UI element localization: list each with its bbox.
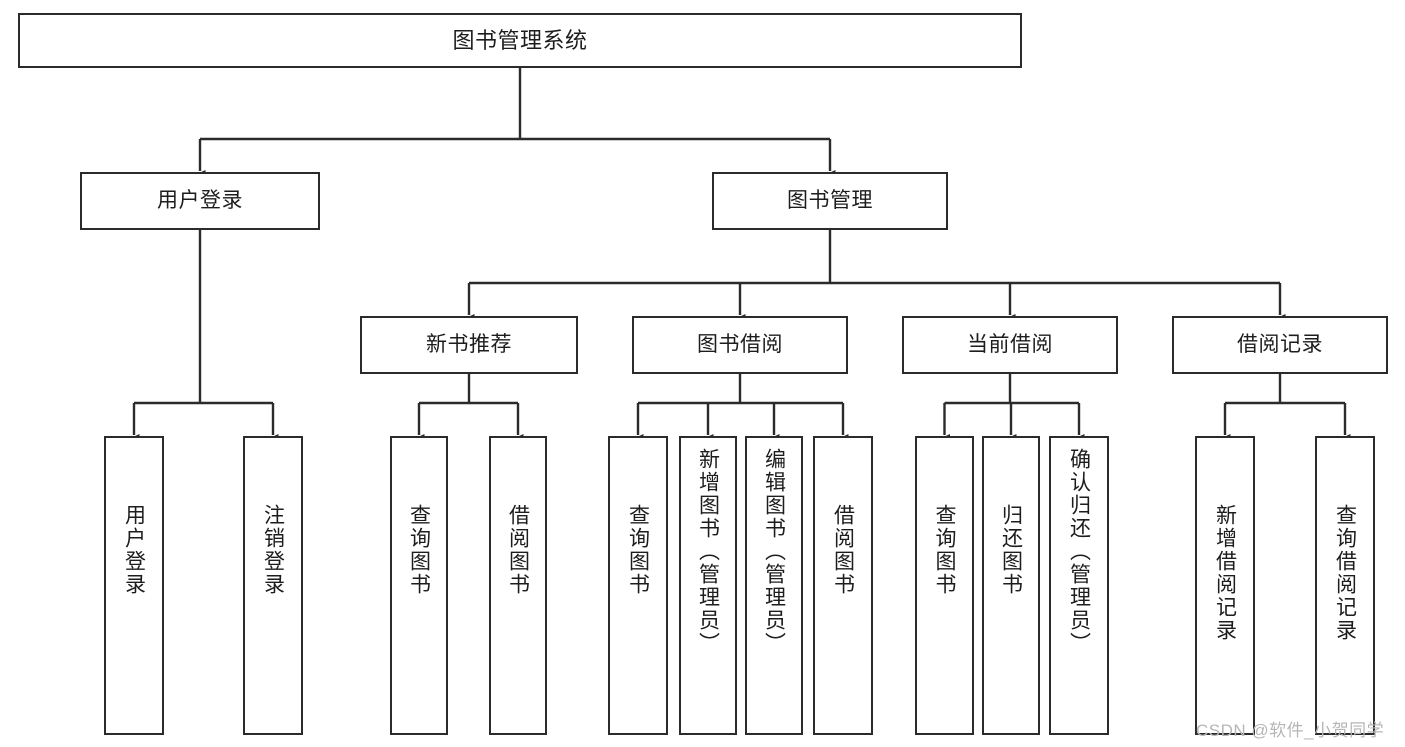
node-label: 新书推荐	[426, 332, 512, 356]
node-user-login[interactable]: 用户登录	[80, 172, 320, 230]
node-book-borrowing[interactable]: 图书借阅	[632, 316, 848, 374]
node-label: 图书借阅	[697, 332, 783, 356]
leaf-query-books-recommendation[interactable]: 查询图书	[390, 436, 448, 735]
node-label: 查询图书	[626, 504, 650, 596]
node-label: 查询图书	[933, 504, 957, 596]
node-borrowing-records[interactable]: 借阅记录	[1172, 316, 1388, 374]
node-label: 借阅记录	[1237, 332, 1323, 356]
node-label: 查询图书	[407, 504, 431, 596]
node-label: 图书管理系统	[452, 27, 588, 53]
leaf-query-books-borrowing[interactable]: 查询图书	[608, 436, 668, 735]
node-label: 编辑图书（管理员）	[762, 448, 786, 655]
node-label: 新增图书（管理员）	[696, 448, 720, 655]
leaf-add-borrow-record[interactable]: 新增借阅记录	[1195, 436, 1255, 735]
node-new-book-recommendation[interactable]: 新书推荐	[360, 316, 578, 374]
node-label: 确认归还（管理员）	[1067, 448, 1091, 655]
node-label: 图书管理	[787, 188, 873, 212]
node-root[interactable]: 图书管理系统	[18, 13, 1022, 68]
node-label: 当前借阅	[967, 332, 1053, 356]
node-label: 借阅图书	[506, 504, 530, 596]
node-label: 用户登录	[122, 504, 146, 596]
node-label: 用户登录	[157, 188, 243, 212]
node-label: 查询借阅记录	[1333, 504, 1357, 642]
node-book-management[interactable]: 图书管理	[712, 172, 948, 230]
leaf-query-borrow-record[interactable]: 查询借阅记录	[1315, 436, 1375, 735]
leaf-add-book-admin[interactable]: 新增图书（管理员）	[679, 436, 737, 735]
leaf-logout[interactable]: 注销登录	[243, 436, 303, 735]
node-label: 新增借阅记录	[1213, 504, 1237, 642]
node-label: 归还图书	[999, 504, 1023, 596]
leaf-user-login[interactable]: 用户登录	[104, 436, 164, 735]
node-label: 借阅图书	[831, 504, 855, 596]
leaf-borrow-books[interactable]: 借阅图书	[813, 436, 873, 735]
leaf-confirm-return-admin[interactable]: 确认归还（管理员）	[1049, 436, 1109, 735]
leaf-edit-book-admin[interactable]: 编辑图书（管理员）	[745, 436, 803, 735]
node-current-borrowing[interactable]: 当前借阅	[902, 316, 1118, 374]
leaf-query-books-current[interactable]: 查询图书	[915, 436, 974, 735]
leaf-return-books[interactable]: 归还图书	[982, 436, 1040, 735]
csdn-watermark: CSDN @软件_小贺同学	[1196, 721, 1385, 740]
leaf-borrow-books-recommendation[interactable]: 借阅图书	[489, 436, 547, 735]
node-label: 注销登录	[261, 504, 285, 596]
